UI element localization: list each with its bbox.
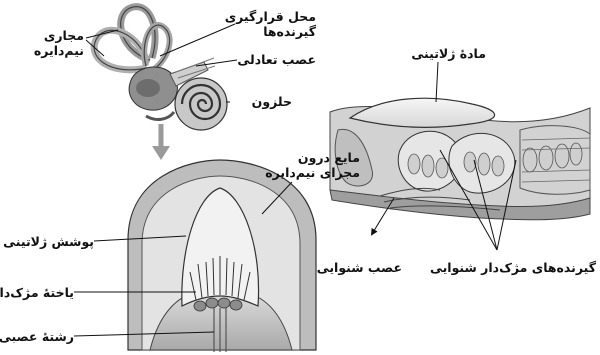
label-nerve-fiber: رشتهٔ عصبی bbox=[2, 329, 74, 344]
label-receptor-location: محل قرارگیری گیرنده‌ها bbox=[224, 9, 316, 39]
label-gelatinous-substance: مادهٔ ژلاتینی bbox=[398, 46, 486, 61]
label-hair-receptors: گیرنده‌های مژک‌دار شنوایی bbox=[426, 260, 596, 275]
label-cochlea: حلزون bbox=[232, 94, 292, 109]
label-auditory-nerve: عصب شنوایی bbox=[318, 260, 402, 275]
label-vestibular-nerve: عصب تعادلی bbox=[232, 52, 316, 67]
label-semicircular-canals: مجاری نیم‌دایره bbox=[12, 28, 84, 58]
cochlear-cross-section bbox=[330, 98, 590, 220]
label-hair-cell: یاختهٔ مژک‌دار bbox=[2, 285, 74, 300]
ampulla-cupula-illustration bbox=[128, 160, 316, 352]
inner-ear-illustration bbox=[94, 7, 227, 160]
label-semicircular-fluid: مایع درون مجرای نیم‌دایره bbox=[254, 150, 360, 180]
label-gelatinous-cover: پوشش ژلاتینی bbox=[2, 234, 94, 249]
